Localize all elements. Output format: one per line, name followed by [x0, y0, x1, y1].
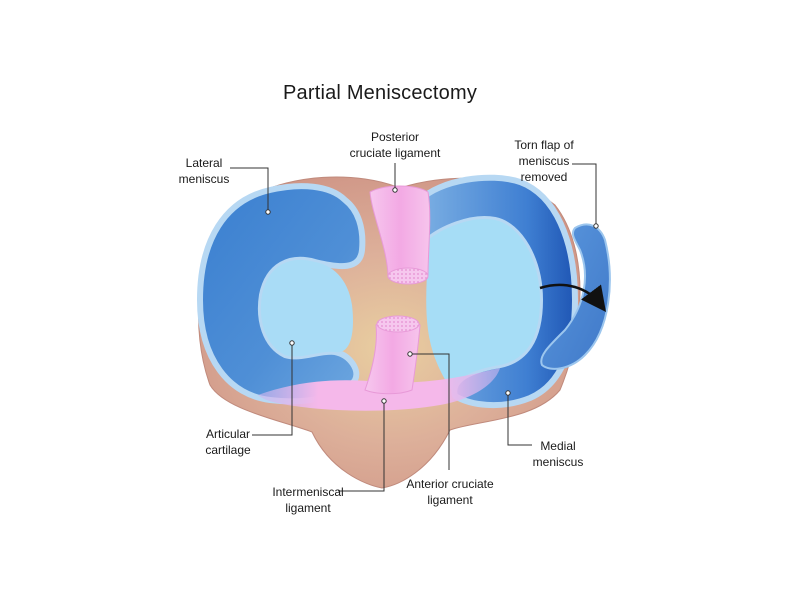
medial-cartilage-bulge: [470, 221, 501, 257]
medial-articular-cartilage: [426, 219, 540, 396]
label-anterior-cruciate-ligament: Anterior cruciate ligament: [406, 477, 494, 507]
label-posterior-cruciate-ligament: Posterior cruciate ligament: [349, 130, 441, 160]
leader-torn-flap: [572, 163, 597, 226]
posterior-cruciate-ligament-end: [387, 267, 429, 285]
label-intermeniscal-ligament: Intermeniscal ligament: [272, 485, 344, 515]
leader-lateral-meniscus: [230, 167, 269, 212]
removal-arrow: [539, 283, 607, 312]
label-medial-meniscus: Medial meniscus: [532, 439, 584, 469]
lateral-meniscus-shape: [197, 183, 366, 405]
label-lateral-meniscus: Lateral meniscus: [178, 156, 230, 186]
leader-anterior-cruciate: [410, 353, 450, 470]
label-articular-cartilage: Articular cartilage: [205, 427, 251, 457]
lateral-articular-cartilage: [260, 259, 354, 357]
anterior-cruciate-ligament-end: [376, 315, 420, 333]
label-torn-flap: Torn flap of meniscus removed: [514, 138, 574, 184]
torn-flap-shape: [540, 223, 611, 370]
leader-lines: [230, 163, 597, 492]
leader-articular-cartilage: [252, 343, 293, 436]
diagram-title: Partial Meniscectomy: [282, 82, 478, 104]
leader-intermeniscal: [338, 401, 385, 492]
leader-medial-meniscus: [507, 393, 532, 446]
leader-dots: [265, 187, 599, 404]
